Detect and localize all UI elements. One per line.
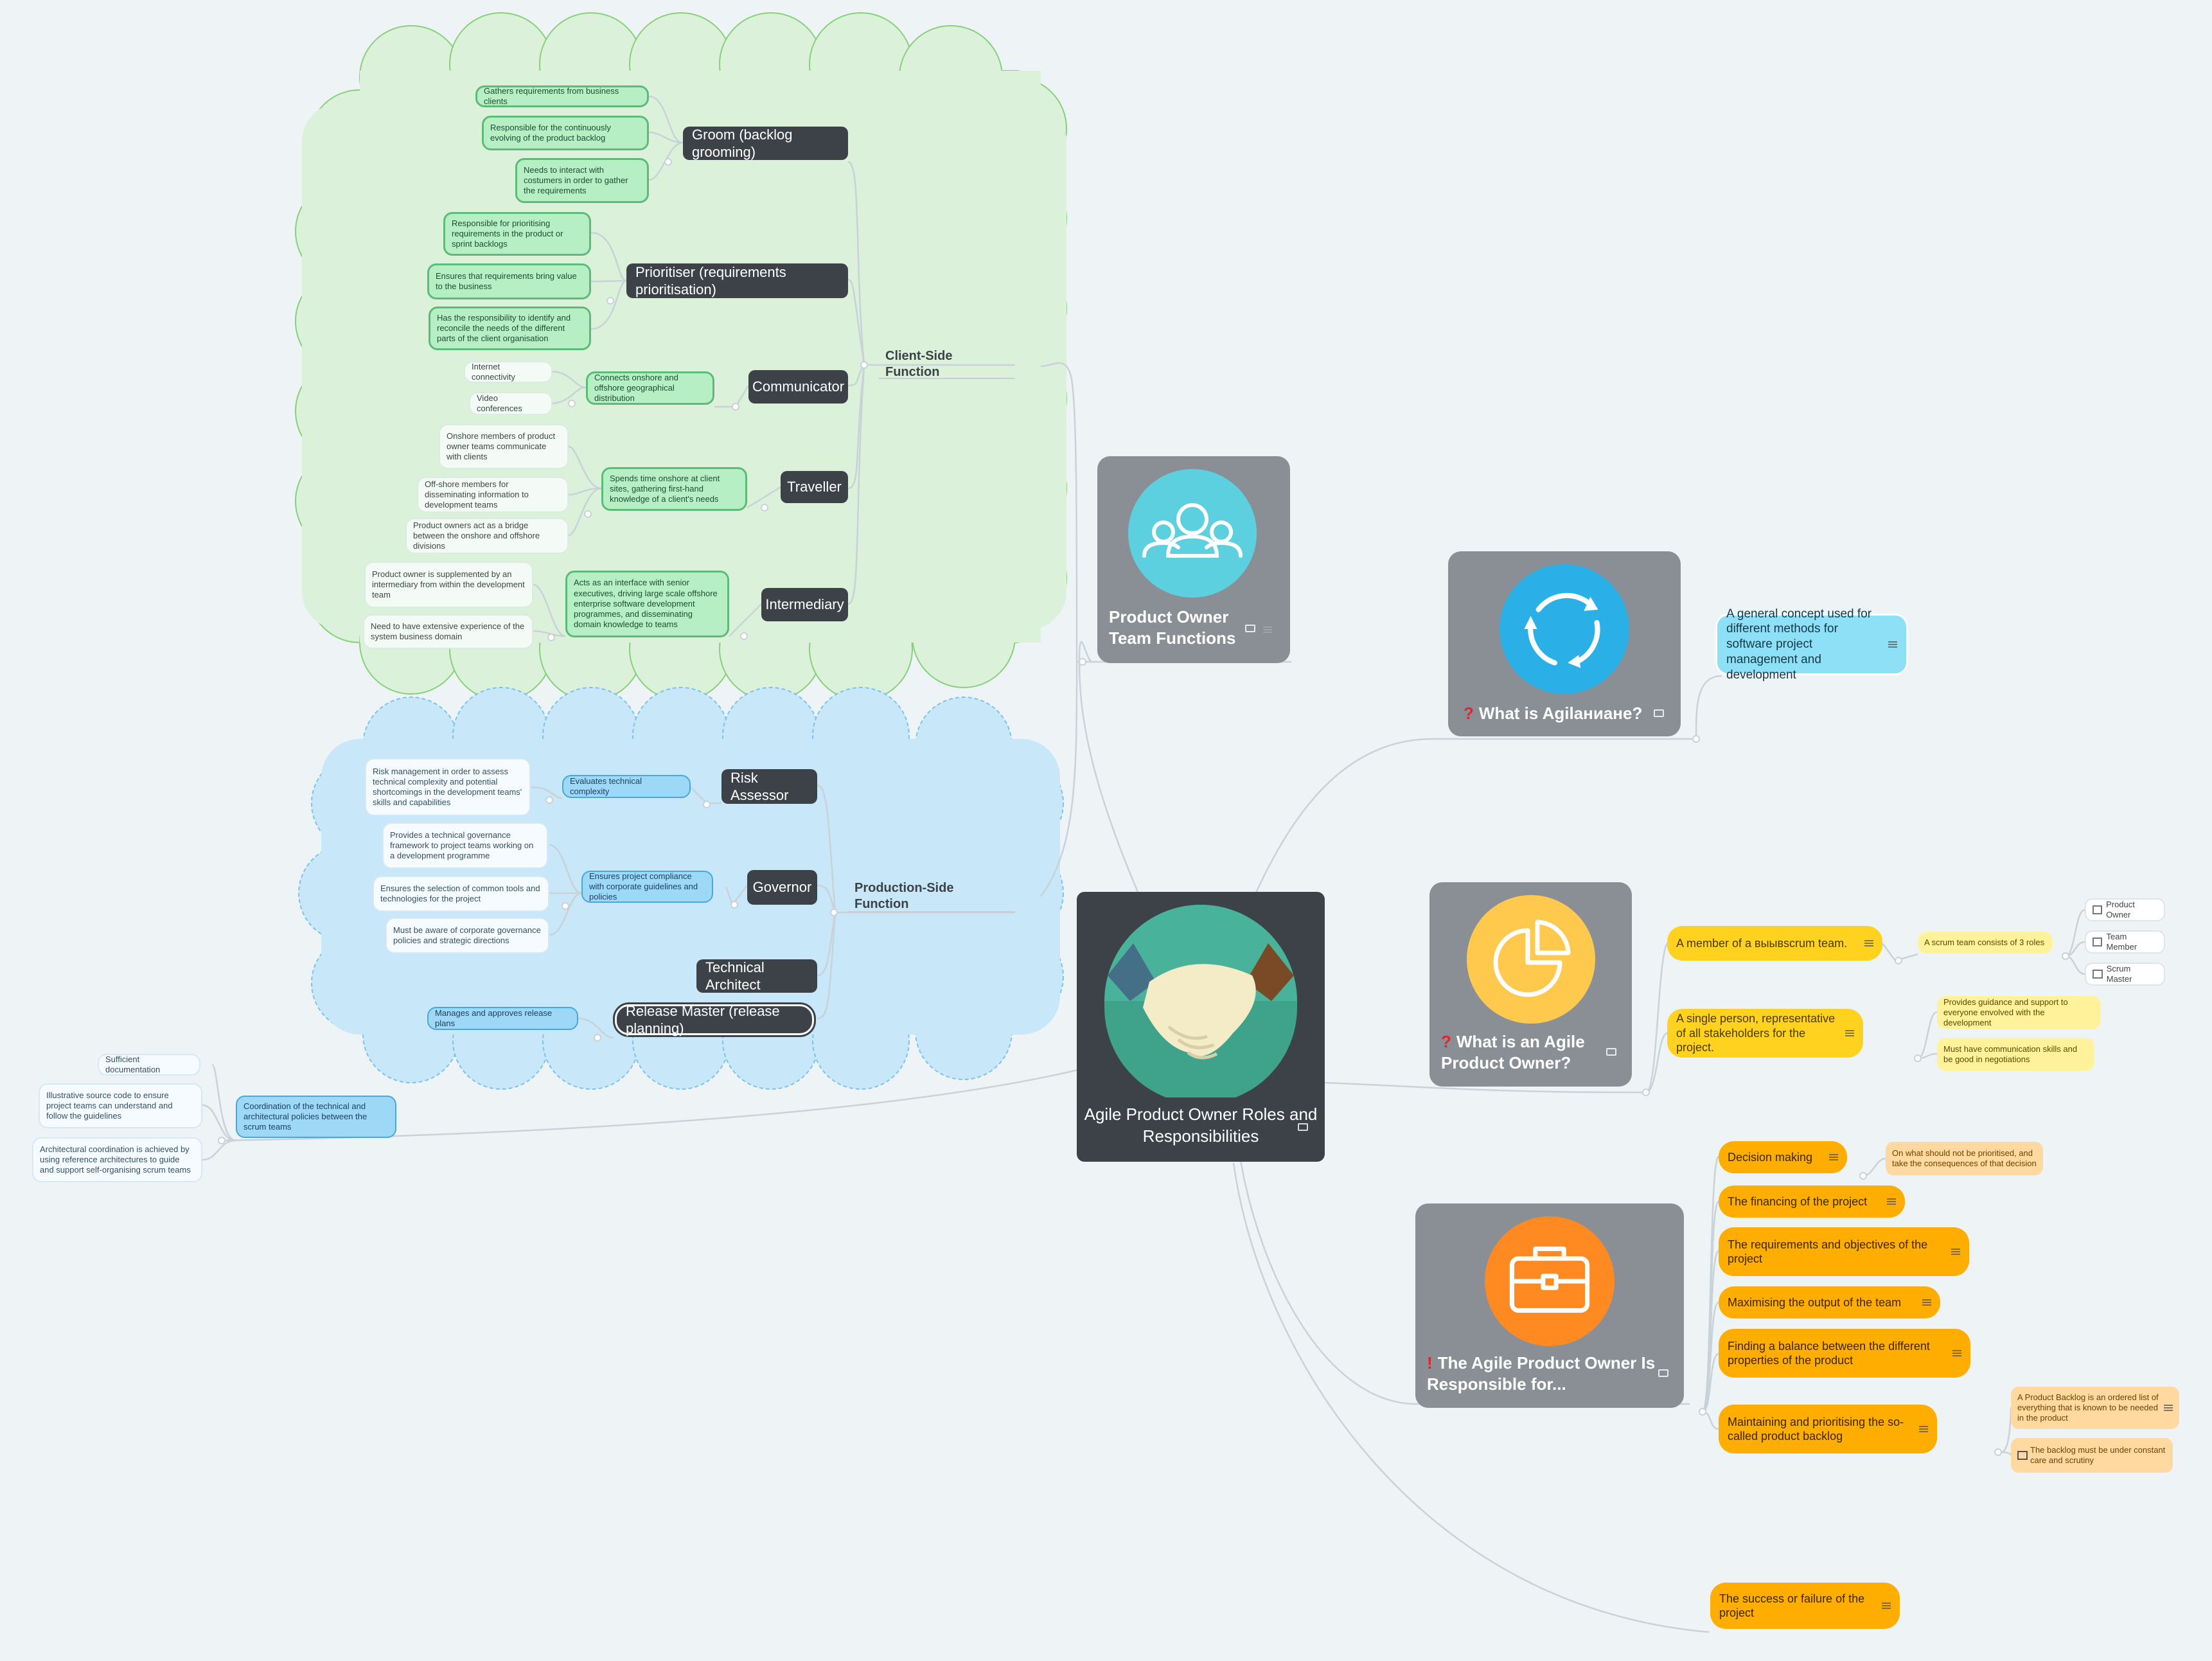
question-icon: ? [1464, 704, 1474, 723]
communicator-sub[interactable]: Internet connectivity [464, 361, 553, 383]
resp-balance[interactable]: Finding a balance between the different … [1719, 1329, 1970, 1378]
role-team-member[interactable]: Team Member [2085, 930, 2165, 954]
po-member[interactable]: A member of a выывscrum team. [1667, 926, 1882, 961]
communicator-sub[interactable]: Video conferences [469, 392, 553, 415]
pie-chart-icon [1493, 919, 1571, 997]
image-icon [2017, 1451, 2028, 1460]
refresh-icon [1524, 592, 1600, 668]
traveller-node[interactable]: Traveller [781, 471, 848, 503]
po-single-person[interactable]: A single person, representative of all s… [1667, 1009, 1863, 1058]
role-scrum-master[interactable]: Scrum Master [2085, 963, 2165, 986]
scrum-roles[interactable]: A scrum team consists of 3 roles [1918, 932, 2053, 954]
note-icon [1888, 641, 1897, 648]
prioritiser-node[interactable]: Prioritiser (requirements prioritisation… [626, 263, 848, 298]
risk-item[interactable]: Evaluates technical complexity [562, 775, 691, 798]
note-icon [1887, 1198, 1896, 1205]
governor-item[interactable]: Ensures project compliance with corporat… [581, 871, 713, 903]
briefcase-icon [1509, 1246, 1590, 1313]
central-title: Agile Product Owner Roles and Responsibi… [1084, 1105, 1318, 1146]
image-icon [2093, 905, 2103, 914]
note-icon [2164, 1404, 2173, 1412]
release-item[interactable]: Manages and approves release plans [427, 1007, 578, 1030]
agile-definition[interactable]: A general concept used for different met… [1715, 607, 1908, 682]
risk-sub[interactable]: Risk management in order to assess techn… [365, 758, 531, 816]
prioritiser-item[interactable]: Responsible for prioritising requirement… [443, 212, 591, 256]
hub-what-is-agile-title: What is Agilaниане? [1478, 704, 1643, 723]
communicator-item[interactable]: Connects onshore and offshore geographic… [586, 371, 714, 405]
hub-responsible-for[interactable]: !The Agile Product Owner Is Responsible … [1415, 1204, 1684, 1408]
hub-what-is-agile[interactable]: ?What is Agilaниане? [1448, 551, 1681, 736]
architect-coordination[interactable]: Coordination of the technical and archit… [236, 1096, 396, 1138]
resp-requirements[interactable]: The requirements and objectives of the p… [1719, 1227, 1969, 1276]
po-single-sub[interactable]: Must have communication skills and be go… [1937, 1038, 2094, 1071]
decision-note[interactable]: On what should not be prioritised, and t… [1886, 1142, 2043, 1175]
groom-item[interactable]: Gathers requirements from business clien… [475, 85, 649, 107]
governor-sub[interactable]: Ensures the selection of common tools an… [373, 876, 549, 912]
traveller-sub[interactable]: Off-shore members for disseminating info… [417, 477, 569, 513]
note-icon [1864, 939, 1873, 947]
image-icon [1606, 1048, 1616, 1056]
intermediary-sub[interactable]: Need to have extensive experience of the… [363, 614, 533, 649]
intermediary-node[interactable]: Intermediary [761, 588, 848, 621]
note-icon [1882, 1602, 1891, 1610]
hub-what-is-po[interactable]: ?What is an Agile Product Owner? [1429, 882, 1632, 1087]
traveller-item[interactable]: Spends time onshore at client sites, gat… [601, 467, 747, 511]
role-product-owner[interactable]: Product Owner [2085, 898, 2165, 921]
governor-sub[interactable]: Must be aware of corporate governance po… [385, 918, 549, 954]
image-icon [1658, 1369, 1668, 1377]
resp-financing[interactable]: The financing of the project [1719, 1186, 1905, 1218]
intermediary-sub[interactable]: Product owner is supplemented by an inte… [364, 562, 533, 608]
image-icon [1298, 1123, 1308, 1131]
po-single-sub[interactable]: Provides guidance and support to everyon… [1937, 996, 2101, 1029]
note-icon [1952, 1349, 1961, 1357]
note-icon [1263, 626, 1272, 634]
risk-assessor-node[interactable]: Risk Assessor [721, 769, 817, 804]
release-master-node[interactable]: Release Master (release planning) [615, 1003, 814, 1036]
prioritiser-item[interactable]: Ensures that requirements bring value to… [427, 263, 591, 299]
resp-maximising[interactable]: Maximising the output of the team [1719, 1286, 1940, 1319]
note-icon [1845, 1029, 1854, 1037]
governor-node[interactable]: Governor [747, 870, 817, 905]
hub-team-functions[interactable]: Product Owner Team Functions [1097, 456, 1290, 663]
team-icon [1142, 503, 1243, 558]
client-side-function[interactable]: Client-Side Function [879, 349, 1015, 379]
production-side-function[interactable]: Production-Side Function [848, 881, 1015, 912]
architect-sub[interactable]: Illustrative source code to ensure proje… [39, 1083, 202, 1128]
traveller-sub[interactable]: Product owners act as a bridge between t… [405, 518, 569, 554]
governor-sub[interactable]: Provides a technical governance framewor… [382, 822, 548, 869]
note-icon [1951, 1248, 1960, 1256]
hub-responsible-title: The Agile Product Owner Is Responsible f… [1427, 1353, 1656, 1394]
backlog-sub[interactable]: A Product Backlog is an ordered list of … [2011, 1387, 2179, 1429]
note-icon [1919, 1425, 1928, 1433]
prioritiser-item[interactable]: Has the responsibility to identify and r… [429, 306, 591, 350]
image-icon [1245, 625, 1255, 632]
note-icon [1829, 1153, 1838, 1161]
exclamation-icon: ! [1427, 1353, 1433, 1372]
backlog-sub[interactable]: The backlog must be under constant care … [2011, 1438, 2173, 1473]
groom-item[interactable]: Responsible for the continuously evolvin… [482, 116, 649, 150]
communicator-node[interactable]: Communicator [748, 370, 848, 404]
resp-success-failure[interactable]: The success or failure of the project [1710, 1583, 1900, 1629]
hub-team-functions-title: Product Owner Team Functions [1109, 607, 1236, 648]
image-icon [1654, 709, 1664, 717]
technical-architect-node[interactable]: Technical Architect [696, 959, 817, 993]
note-icon [1922, 1299, 1931, 1306]
central-topic[interactable]: Agile Product Owner Roles and Responsibi… [1077, 892, 1325, 1162]
architect-sub[interactable]: Sufficient documentation [98, 1054, 200, 1076]
image-icon [2093, 937, 2103, 946]
question-icon: ? [1441, 1032, 1451, 1051]
handshake-icon [1104, 905, 1297, 1097]
architect-sub[interactable]: Architectural coordination is achieved b… [32, 1137, 202, 1182]
intermediary-item[interactable]: Acts as an interface with senior executi… [565, 571, 729, 637]
groom-item[interactable]: Needs to interact with costumers in orde… [515, 158, 649, 203]
resp-backlog[interactable]: Maintaining and prioritising the so-call… [1719, 1405, 1937, 1453]
image-icon [2093, 970, 2103, 979]
groom-node[interactable]: Groom (backlog grooming) [683, 127, 848, 160]
traveller-sub[interactable]: Onshore members of product owner teams c… [439, 424, 569, 469]
hub-what-is-po-title: What is an Agile Product Owner? [1441, 1032, 1585, 1072]
resp-decision-making[interactable]: Decision making [1719, 1141, 1847, 1173]
